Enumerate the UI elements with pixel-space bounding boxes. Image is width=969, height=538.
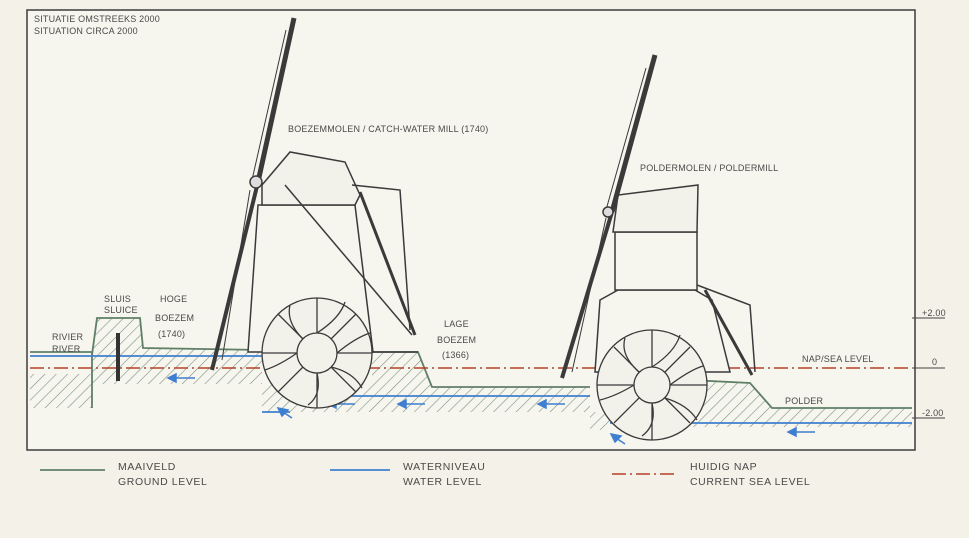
scoop-wheel-polder bbox=[596, 329, 708, 441]
high-boezem-label-en: BOEZEM bbox=[155, 313, 194, 323]
polder-mill-label: POLDERMOLEN / POLDERMILL bbox=[640, 163, 778, 173]
catch-water-mill-label: BOEZEMMOLEN / CATCH-WATER MILL (1740) bbox=[288, 124, 488, 134]
low-boezem-label-en: BOEZEM bbox=[437, 335, 476, 345]
high-boezem-label-nl: HOGE bbox=[160, 294, 187, 304]
level-scale bbox=[912, 317, 945, 419]
legend: MAAIVELD GROUND LEVEL WATERNIVEAU WATER … bbox=[40, 461, 810, 488]
title-en: SITUATION CIRCA 2000 bbox=[34, 26, 138, 36]
sea-level-label: NAP/SEA LEVEL bbox=[802, 354, 874, 364]
high-boezem-year: (1740) bbox=[158, 329, 185, 339]
sluice-gate bbox=[116, 333, 120, 381]
legend-sea-en: CURRENT SEA LEVEL bbox=[690, 476, 810, 488]
scale-zero: 0 bbox=[932, 357, 937, 367]
legend-water-nl: WATERNIVEAU bbox=[403, 461, 485, 473]
legend-sea-nl: HUIDIG NAP bbox=[690, 461, 757, 473]
scale-minus-2: -2.00 bbox=[922, 408, 944, 418]
flow-arrows bbox=[166, 372, 815, 445]
low-boezem-year: (1366) bbox=[442, 350, 469, 360]
legend-water-en: WATER LEVEL bbox=[403, 476, 482, 488]
scoop-wheel-catch bbox=[261, 297, 373, 409]
legend-ground-en: GROUND LEVEL bbox=[118, 476, 207, 488]
title-nl: SITUATIE OMSTREEKS 2000 bbox=[34, 14, 160, 24]
ground-level-line bbox=[30, 317, 912, 409]
scale-plus-2: +2.00 bbox=[922, 308, 946, 318]
low-boezem-label-nl: LAGE bbox=[444, 319, 469, 329]
river-label-nl: RIVIER bbox=[52, 332, 84, 342]
sluice-label-en: SLUICE bbox=[104, 305, 138, 315]
sluice-label-nl: SLUIS bbox=[104, 294, 131, 304]
legend-ground-nl: MAAIVELD bbox=[118, 461, 176, 473]
polder-label: POLDER bbox=[785, 396, 824, 406]
river-label-en: RIVER bbox=[52, 344, 81, 354]
